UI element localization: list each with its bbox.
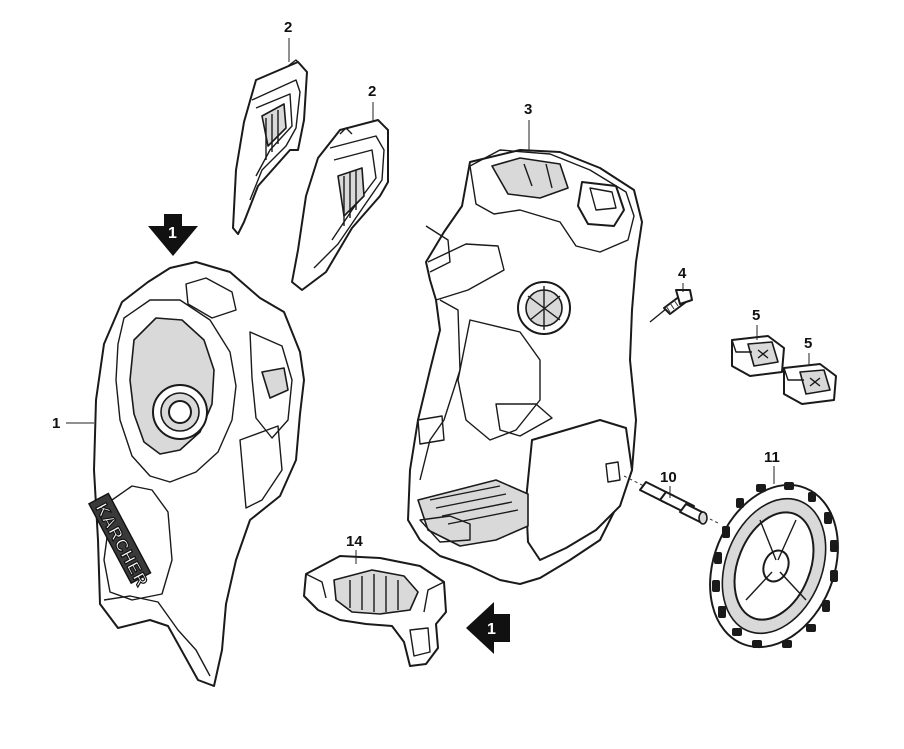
callout-2b: 2 [368,83,376,122]
marker-bottom-number: 1 [487,621,496,638]
callout-1-label: 1 [52,415,60,432]
callout-2b-label: 2 [368,83,376,100]
callout-11-label: 11 [764,449,780,466]
part-2-cover-upper [232,59,308,235]
part-14-holder [303,555,447,667]
part-5-clip-b [783,363,837,405]
callout-14-label: 14 [346,533,363,550]
part-3-rear-housing [407,149,643,585]
part-5-clip-a [731,335,785,377]
callout-3: 3 [524,101,532,150]
marker-top-arrow: 1 [148,214,198,256]
callout-11: 11 [764,449,780,484]
part-4-screw [649,289,693,323]
callout-5b-label: 5 [804,335,812,352]
part-1-front-housing: KARCHER [87,261,305,687]
callout-2a: 2 [284,19,292,62]
callout-5a-label: 5 [752,307,760,324]
part-10-axle [623,475,721,525]
callout-14: 14 [346,533,363,564]
callout-5a: 5 [752,307,760,340]
wheel-tread [712,482,838,648]
callout-3-label: 3 [524,101,532,118]
callout-5b: 5 [804,335,812,366]
marker-top-number: 1 [168,225,177,242]
callout-4: 4 [678,265,687,292]
callout-4-label: 4 [678,265,687,282]
part-11-wheel [709,482,839,649]
callout-10: 10 [660,469,677,498]
callout-2a-label: 2 [284,19,292,36]
callout-1: 1 [52,415,94,432]
callout-10-label: 10 [660,469,677,486]
marker-bottom-arrow: 1 [466,602,510,654]
part-2-cover-lower [291,119,389,291]
